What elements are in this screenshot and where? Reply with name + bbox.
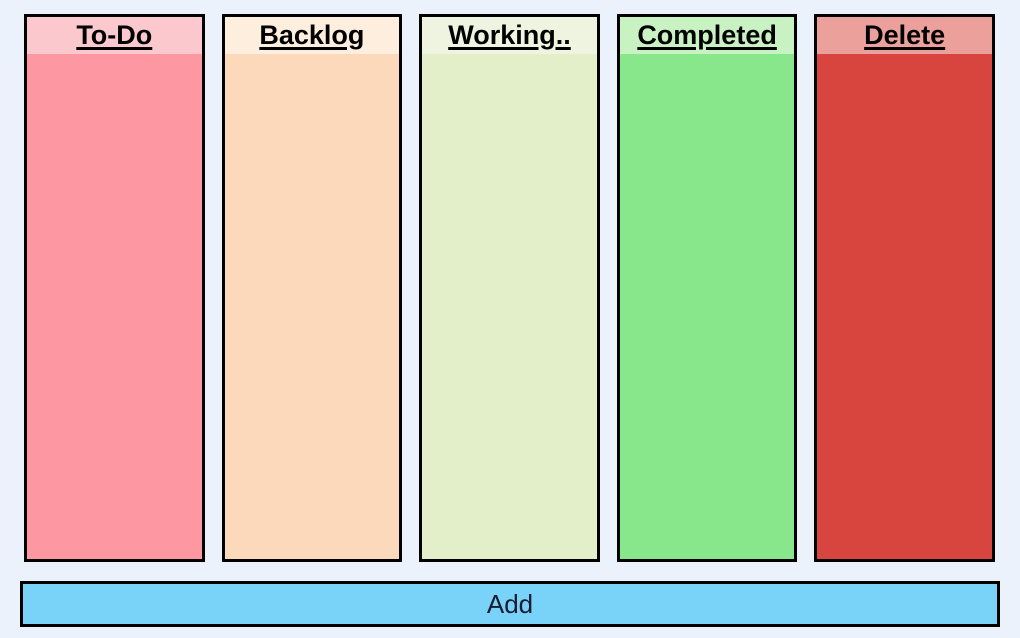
column-completed-label: Completed	[637, 20, 777, 50]
column-backlog[interactable]: Backlog	[221, 14, 403, 562]
column-delete-drop-area[interactable]	[817, 54, 992, 559]
column-to-do[interactable]: To-Do	[24, 14, 205, 562]
column-working[interactable]: Working..	[419, 14, 600, 562]
column-to-do-label: To-Do	[76, 20, 153, 50]
column-delete[interactable]: Delete	[814, 14, 995, 562]
column-backlog-label: Backlog	[259, 20, 365, 50]
column-completed-drop-area[interactable]	[619, 54, 795, 559]
column-delete-label: Delete	[864, 20, 946, 50]
board-columns: To-Do Backlog Working.. Completed Delete	[24, 14, 995, 562]
column-backlog-header: Backlog	[224, 17, 400, 54]
column-to-do-header: To-Do	[27, 17, 202, 54]
column-working-header: Working..	[422, 17, 597, 54]
add-button[interactable]: Add	[20, 581, 1000, 627]
column-completed-header: Completed	[619, 17, 795, 54]
column-to-do-drop-area[interactable]	[27, 54, 202, 559]
column-working-drop-area[interactable]	[422, 54, 597, 559]
column-delete-header: Delete	[817, 17, 992, 54]
column-completed[interactable]: Completed	[616, 14, 798, 562]
column-working-label: Working..	[448, 20, 571, 50]
column-backlog-drop-area[interactable]	[224, 54, 400, 559]
